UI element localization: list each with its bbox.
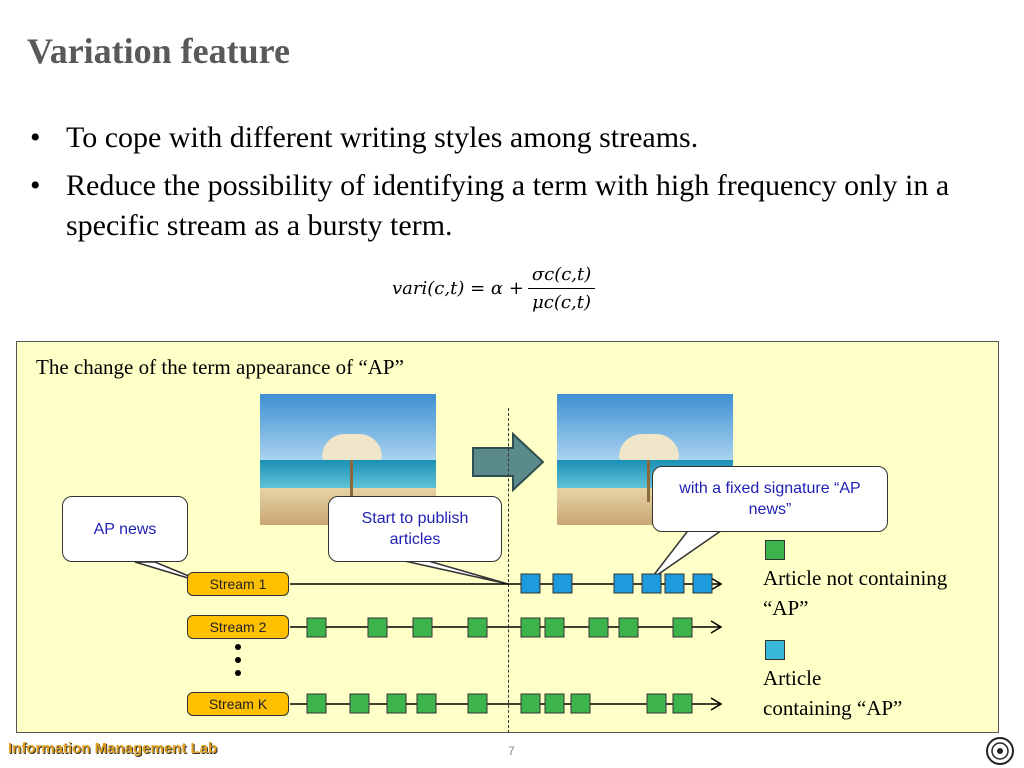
stream-1-arrowhead xyxy=(710,577,723,591)
callout-ap-news: AP news xyxy=(62,496,188,562)
article-green xyxy=(544,617,565,638)
article-green xyxy=(467,617,488,638)
article-blue xyxy=(552,573,573,594)
bullet-dot-icon: • xyxy=(30,121,41,154)
article-blue xyxy=(641,573,662,594)
callout-signature: with a fixed signature “AP news” xyxy=(652,466,888,532)
formula-lhs: vari(c,t) = α + xyxy=(392,278,524,299)
article-green xyxy=(306,693,327,714)
article-blue xyxy=(520,573,541,594)
article-green xyxy=(588,617,609,638)
slide-title: Variation feature xyxy=(27,31,290,71)
article-green xyxy=(416,693,437,714)
callout-tail-signature xyxy=(649,527,728,581)
lab-name: Information Management Lab xyxy=(8,740,218,757)
formula-fraction: σc(c,t) μc(c,t) xyxy=(527,264,596,313)
page-number: 7 xyxy=(508,744,515,758)
callout-tail-start xyxy=(399,559,509,585)
stream-1-label: Stream 1 xyxy=(187,572,289,596)
stream-2-arrowhead xyxy=(710,620,723,634)
article-green xyxy=(467,693,488,714)
legend-containing: Article containing “AP” xyxy=(763,666,903,720)
article-green xyxy=(520,693,541,714)
figure-caption: The change of the term appearance of “AP… xyxy=(36,355,404,379)
article-green xyxy=(544,693,565,714)
article-green xyxy=(306,617,327,638)
article-green xyxy=(672,693,693,714)
legend-not-containing: Article not containing “AP” xyxy=(763,566,948,620)
article-green xyxy=(618,617,639,638)
university-seal-icon xyxy=(986,737,1014,765)
beach-image-before xyxy=(260,394,436,525)
article-green xyxy=(367,617,388,638)
stream-k-label: Stream K xyxy=(187,692,289,716)
article-blue xyxy=(613,573,634,594)
article-green xyxy=(646,693,667,714)
article-green xyxy=(570,693,591,714)
time-divider-line xyxy=(508,408,509,733)
variation-formula: vari(c,t) = α + σc(c,t) μc(c,t) xyxy=(392,264,596,313)
bullet-text: To cope with different writing styles am… xyxy=(66,121,699,154)
article-blue xyxy=(692,573,713,594)
stream-k-arrowhead xyxy=(710,697,723,711)
vertical-ellipsis-icon xyxy=(235,644,243,683)
article-blue xyxy=(664,573,685,594)
callout-start-publish: Start to publish articles xyxy=(328,496,502,562)
article-green xyxy=(412,617,433,638)
bullet-text: Reduce the possibility of identifying a … xyxy=(66,169,950,242)
bullet-list: • To cope with different writing styles … xyxy=(30,118,980,254)
figure-panel xyxy=(16,341,999,733)
formula-numerator: σc(c,t) xyxy=(527,264,596,289)
article-green xyxy=(349,693,370,714)
stream-2-label: Stream 2 xyxy=(187,615,289,639)
legend-blue-square-icon xyxy=(765,640,785,660)
article-green xyxy=(520,617,541,638)
article-green xyxy=(672,617,693,638)
bullet-item: • To cope with different writing styles … xyxy=(30,118,980,158)
article-green xyxy=(386,693,407,714)
legend-green-square-icon xyxy=(765,540,785,560)
formula-denominator: μc(c,t) xyxy=(532,292,591,313)
bullet-item: • Reduce the possibility of identifying … xyxy=(30,166,980,246)
bullet-dot-icon: • xyxy=(30,169,41,202)
